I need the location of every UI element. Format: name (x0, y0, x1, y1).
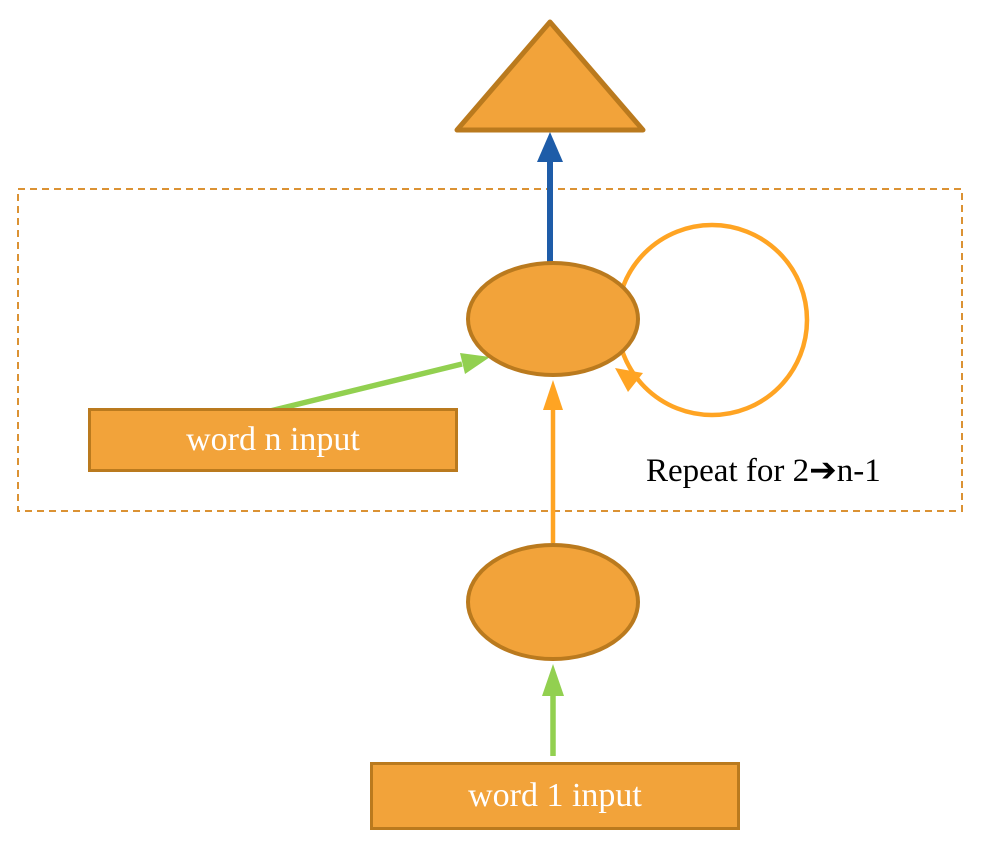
repeat-region-border (17, 188, 963, 512)
word-n-input-arrow (269, 353, 490, 414)
word-n-arrow-head (460, 353, 490, 374)
word-n-input-label: word n input (186, 421, 360, 458)
repeat-note: Repeat for 2➔n-1 (646, 453, 881, 489)
recurrent-loop-arrowhead (615, 368, 643, 392)
word-1-arrow-head (542, 664, 564, 696)
recurrent-loop-circle (614, 222, 810, 418)
output-node-triangle (454, 19, 646, 133)
word-1-input-arrow (542, 664, 564, 756)
output-arrow (537, 132, 563, 265)
word-1-input-box: word 1 input (370, 762, 740, 830)
hidden-state-node-upper (466, 261, 640, 377)
output-arrow-head (537, 132, 563, 162)
hidden-state-node-lower (466, 543, 640, 661)
state-arrow-head (543, 380, 563, 410)
word-n-input-box: word n input (88, 408, 458, 472)
word-1-input-label: word 1 input (468, 777, 642, 814)
state-to-state-arrow (543, 380, 563, 543)
word-n-arrow-shaft (269, 361, 463, 414)
